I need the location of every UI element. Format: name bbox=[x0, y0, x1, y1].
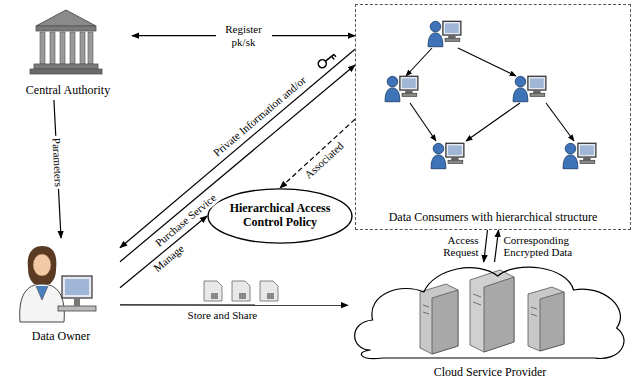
edge-label: Access Request bbox=[427, 234, 481, 259]
consumer-tree bbox=[406, 48, 574, 141]
connector bbox=[484, 230, 488, 262]
consumer-icon bbox=[385, 76, 418, 101]
node-label: Data Consumers with hierarchical structu… bbox=[356, 211, 630, 225]
owner-node: Data Owner bbox=[2, 238, 120, 346]
node-label: Data Owner bbox=[2, 330, 120, 344]
consumer-group: Data Consumers with hierarchical structu… bbox=[355, 4, 631, 230]
edge-label: Corresponding Encrypted Data bbox=[502, 234, 598, 259]
connector bbox=[120, 304, 348, 305]
edge-label: Parameters bbox=[49, 135, 64, 188]
authority-node: Central Authority bbox=[4, 4, 132, 100]
servers bbox=[420, 270, 564, 354]
consumer-icon bbox=[513, 76, 546, 101]
node-label: Central Authority bbox=[4, 84, 132, 98]
edge-label: Register pk/sk bbox=[216, 23, 272, 48]
node-label: Hierarchical Access Control Policy bbox=[224, 202, 336, 230]
edge-label: Private Information and/or bbox=[209, 73, 310, 161]
authority-building bbox=[30, 10, 102, 74]
consumer-icon bbox=[428, 21, 461, 46]
cloud-outline bbox=[348, 262, 632, 362]
node-label: Cloud Service Provider bbox=[348, 366, 632, 380]
consumer-icon bbox=[563, 143, 596, 168]
consumer-icon bbox=[431, 143, 464, 168]
encrypted-files bbox=[204, 281, 278, 301]
connector bbox=[120, 65, 355, 262]
edge-label: Purchase Service bbox=[151, 190, 220, 251]
cloud-node: Cloud Service Provider bbox=[348, 262, 632, 382]
edge-label: Store and Share bbox=[186, 309, 260, 322]
connector bbox=[120, 216, 207, 288]
edge-label: Associated bbox=[300, 138, 347, 183]
connector bbox=[495, 230, 499, 262]
owner-figure bbox=[20, 246, 96, 322]
policy-ellipse: Hierarchical Access Control Policy bbox=[207, 188, 353, 244]
connector bbox=[280, 119, 355, 188]
connector bbox=[120, 49, 355, 248]
